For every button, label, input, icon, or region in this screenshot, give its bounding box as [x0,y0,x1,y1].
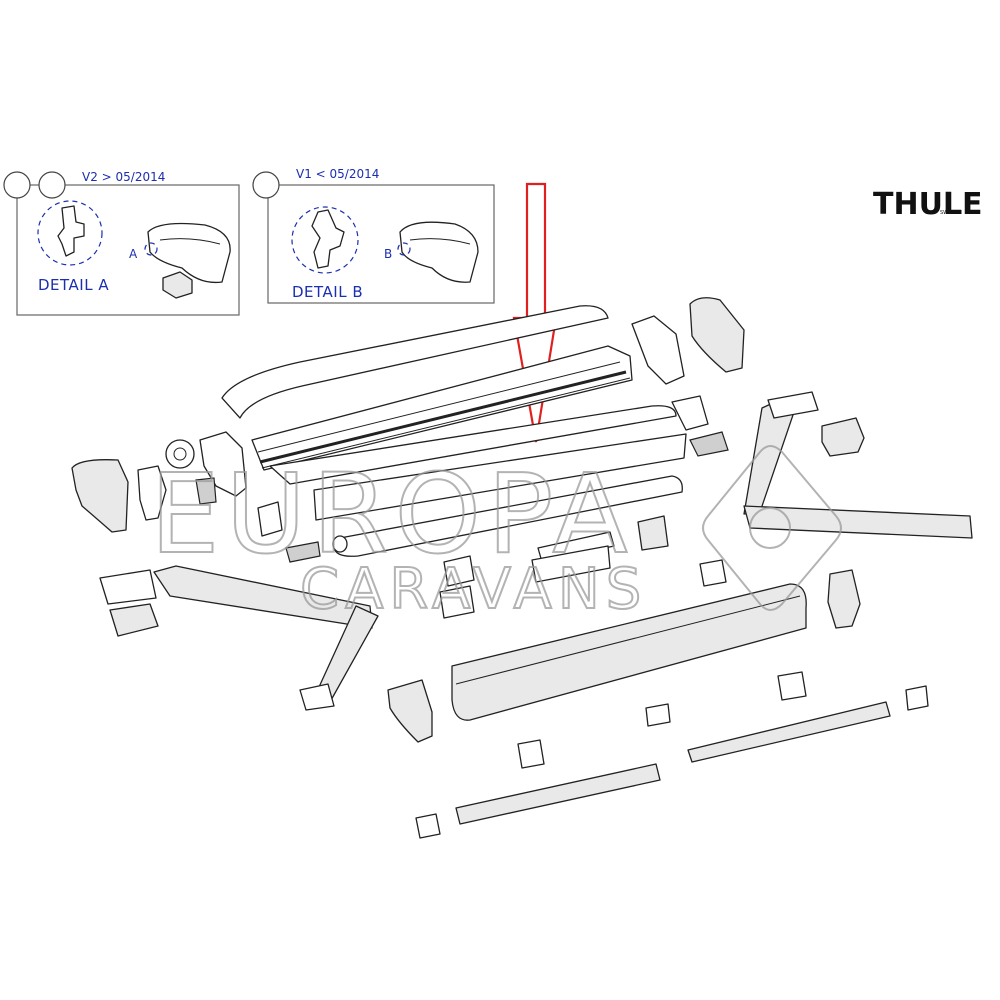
left-arm [99,565,379,711]
position-circle-2 [38,171,66,199]
right-lower-arm [743,505,973,539]
right-pin [689,431,729,457]
version-label-v1: V1 < 05/2014 [296,167,379,181]
bottom-clip-5 [905,685,929,711]
detail-b-pointer [397,242,411,256]
roller-end [332,535,348,553]
right-bottom-rail [687,701,891,763]
right-small-clip [699,559,727,587]
left-gear [165,439,195,469]
left-pin [285,541,321,563]
detail-a-profile [57,205,85,257]
right-end-assembly [531,297,865,629]
bottom-clip-2 [517,739,545,769]
detail-box-v1: V1 < 05/2014 DETAIL B B [252,167,495,304]
thule-logo: THULE SWEDEN [873,187,983,222]
center-clip [637,515,669,551]
left-arm-cap [109,603,159,637]
right-end-cap [689,297,745,373]
detail-a-circle [37,200,103,266]
bottom-clip-3 [645,703,671,727]
detail-box-v2: V2 > 05/2014 DETAIL A A [3,170,240,316]
detail-b-profile [311,209,345,269]
end-cap-v2 [147,222,231,284]
watermark-line2: CARAVANS [300,557,647,622]
front-rail-profile [313,433,687,521]
front-clip-1 [443,555,475,587]
detail-a-label: DETAIL A [38,276,109,294]
clip-block [162,271,193,299]
detail-box-a-frame [16,184,240,316]
marker-b: B [384,247,392,261]
left-bracket [137,465,167,521]
detail-box-b-frame [267,184,495,304]
left-spring [195,477,217,505]
top-cover-profile [221,305,609,419]
right-arm-cap [821,417,865,457]
brand-sub: SWEDEN [940,210,962,216]
center-rail-bracket [537,531,615,563]
left-arm-foot [299,683,335,711]
left-end-assembly [71,431,321,563]
end-cap-v1 [399,221,479,283]
detail-b-circle [291,206,359,274]
right-arm [743,391,973,539]
marker-a: A [129,247,138,261]
watermark-emblem [702,445,842,611]
bottom-rails [415,671,929,839]
position-circle-3 [252,171,280,199]
front-cassette [387,555,807,743]
channel-profile [251,345,633,471]
watermark-line1: EUROPA [150,450,634,578]
watermark: EUROPA CARAVANS [149,445,842,623]
bottom-clip-1 [415,813,441,839]
front-clip-2 [439,585,475,619]
awning-profiles [221,305,687,557]
brand-name: THULE [873,187,983,222]
detail-a-pointer [144,242,158,256]
left-arm-head [99,569,157,605]
position-circle-1 [3,171,31,199]
left-end-cap [71,459,129,533]
right-drive-housing [631,315,685,385]
center-rail-plate [531,545,611,583]
right-arm-joint [767,391,819,419]
version-label-v2: V2 > 05/2014 [82,170,165,184]
watermark-emblem-ring [749,507,791,549]
lead-rail-profile [269,405,677,485]
left-drive-housing [199,431,247,497]
right-front-cap [827,569,861,629]
front-left-cap [387,679,433,743]
bottom-clip-4 [777,671,807,701]
right-bracket [671,395,709,431]
left-clip [257,501,283,537]
left-bottom-rail [455,763,661,825]
detail-b-label: DETAIL B [292,283,363,301]
